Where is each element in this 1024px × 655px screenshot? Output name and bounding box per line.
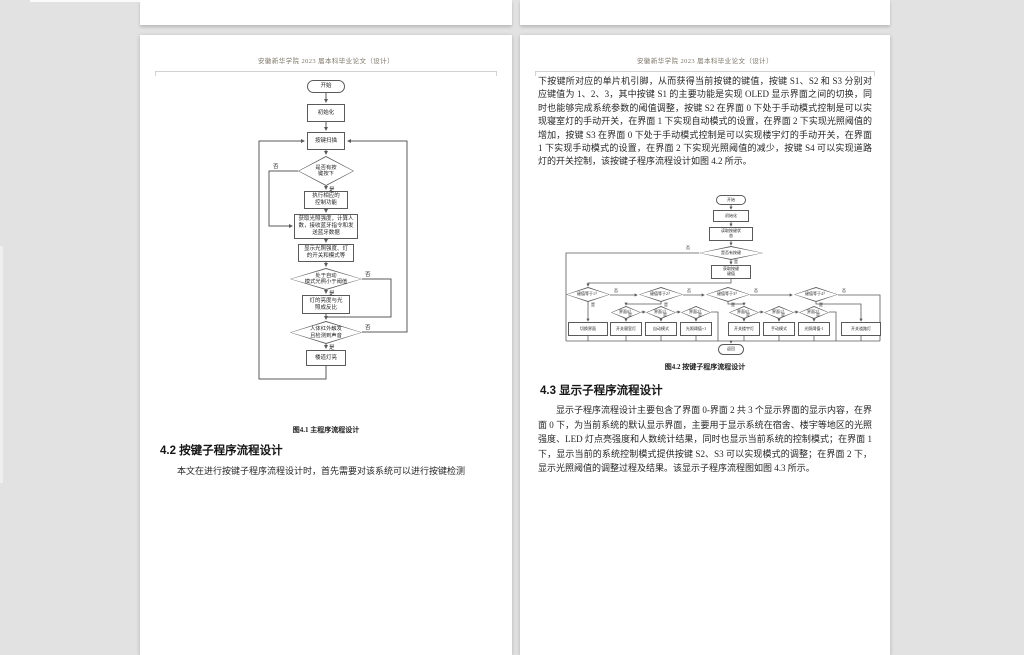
- text-boundary-mark: [155, 71, 497, 77]
- branch-label-yes: 是: [329, 345, 335, 351]
- flow-decision-label: 键值等于3？: [717, 291, 739, 297]
- flow-node-toggle-road-light: 开关道路灯: [841, 322, 881, 336]
- flow-decision-label: 键值等于2？: [650, 291, 672, 297]
- branch-label-yes: 是: [329, 187, 335, 193]
- flow-decision-label: 处于自动 模式光照小于阈值: [304, 272, 348, 285]
- flow-node-get-key-value: 获取按键 键值: [711, 265, 751, 279]
- branch-label-no: 否: [842, 288, 846, 293]
- flow-node-acquire-data: 获取光照强度，计算人 数，接收蓝牙指令和发 送蓝牙数据: [294, 214, 358, 239]
- flow-decision-label: 界面1？: [772, 309, 786, 315]
- flow-node-read-key-state: 读取按键状 态: [709, 227, 753, 241]
- section-heading-4-2: 4.2 按键子程序流程设计: [160, 445, 283, 457]
- text-boundary-mark: [535, 71, 875, 77]
- page-header: 安徽新华学院 2023 届本科毕业论文（设计）: [258, 58, 394, 65]
- branch-label-yes: 是: [591, 302, 595, 307]
- branch-label-yes: 是: [698, 312, 702, 317]
- branch-label-no: 否: [365, 272, 371, 278]
- flow-node-exec-control: 执行相应的 控制功能: [304, 191, 348, 209]
- flow-node-toggle-building-light: 开关楼宇灯: [728, 322, 760, 336]
- flow-decision-screen2: 界面2？: [681, 306, 711, 319]
- flow-node-start: 开始: [307, 80, 345, 93]
- branch-label-yes: 是: [734, 259, 738, 264]
- flow-decision-screen1: 界面1？: [764, 306, 794, 319]
- document-viewer-canvas: { "document": { "header": "安徽新华学院 2023 届…: [0, 0, 890, 655]
- flow-decision-key-pressed: 是否有按键: [699, 246, 763, 260]
- flow-decision-screen2: 界面2？: [799, 306, 829, 319]
- flow-node-auto-mode: 自动模式: [645, 322, 677, 336]
- flow-node-brightness-inverse: 灯的亮度与光 照成反比: [302, 295, 350, 314]
- flowchart-main-program: 开始 初始化 按键扫描 是否有按 键按下 执行相应的 控制功能 获取光照强度，计…: [211, 78, 441, 398]
- previous-page-bottom-left: [140, 0, 512, 25]
- flowchart-connectors: [258, 93, 408, 380]
- body-paragraph: 显示子程序流程设计主要包含了界面 0-界面 2 共 3 个显示界面的显示内容，在…: [538, 405, 872, 474]
- flow-decision-label: 人体红外触发 且检测到声音: [310, 326, 342, 339]
- flow-decision-label: 键值等于4？: [805, 291, 827, 297]
- flow-node-switch-screen: 切换界面: [568, 322, 608, 336]
- branch-label-no: 否: [365, 325, 371, 331]
- flow-decision-key-pressed: 是否有按 键按下: [298, 156, 354, 186]
- flow-node-threshold-plus: 光照阈值+1: [680, 322, 712, 336]
- branch-label-yes: 是: [819, 302, 823, 307]
- flow-decision-label: 界面2？: [689, 309, 703, 315]
- previous-page-bottom-right: [520, 0, 890, 25]
- flow-decision-label: 界面2？: [807, 309, 821, 315]
- flow-decision-label: 界面0？: [619, 309, 633, 315]
- flow-node-return: 返回: [718, 344, 744, 355]
- flow-decision-screen0: 界面0？: [611, 306, 641, 319]
- branch-label-yes: 是: [664, 302, 668, 307]
- branch-label-yes: 是: [731, 302, 735, 307]
- flow-node-display-status: 显示光照强度、灯 的开关和模式等: [298, 244, 354, 262]
- page-header: 安徽新华学院 2023 届本科毕业论文（设计）: [637, 58, 773, 65]
- flow-node-corridor-light-on: 楼道灯亮: [306, 350, 346, 366]
- adjacent-page-sliver: [0, 246, 3, 483]
- flow-node-toggle-dorm-light: 开关寝室灯: [610, 322, 642, 336]
- flow-decision-key-2: 键值等于2？: [639, 287, 683, 302]
- flow-decision-key-4: 键值等于4？: [794, 287, 838, 302]
- body-paragraph: 下按键所对应的单片机引脚，从而获得当前按键的键值，按键 S1、S2 和 S3 分…: [538, 76, 872, 167]
- flow-decision-label: 键值等于1？: [577, 291, 599, 297]
- branch-label-yes: 是: [816, 312, 820, 317]
- flow-decision-screen1: 界面1？: [646, 306, 676, 319]
- flow-decision-key-3: 键值等于3？: [706, 287, 750, 302]
- branch-label-yes: 是: [781, 312, 785, 317]
- flow-node-init: 初始化: [307, 104, 345, 122]
- branch-label-no: 否: [273, 164, 279, 170]
- figure-caption-4-1: 图4.1 主程序流程设计: [292, 426, 360, 434]
- flow-decision-key-1: 键值等于1？: [566, 287, 610, 302]
- branch-label-no: 否: [686, 245, 690, 250]
- flow-node-threshold-minus: 光照阈值-1: [798, 322, 830, 336]
- flow-decision-pir-sound: 人体红外触发 且检测到声音: [290, 321, 362, 344]
- document-page-left[interactable]: 安徽新华学院 2023 届本科毕业论文（设计）: [140, 35, 512, 655]
- body-paragraph: 本文在进行按键子程序流程设计时，首先需要对该系统可以进行按键检测: [177, 466, 466, 476]
- branch-label-yes: 是: [329, 291, 335, 297]
- flow-node-key-scan: 按键扫描: [307, 132, 345, 150]
- flow-decision-screen0: 界面0？: [729, 306, 759, 319]
- flow-decision-label: 界面1？: [654, 309, 668, 315]
- flowchart-key-subroutine: 开始 初始化 读取按键状 态 是否有按键 获取按键 键值 键值等于1？ 键值等于…: [558, 195, 893, 357]
- branch-label-no: 否: [687, 288, 691, 293]
- figure-caption-4-2: 图4.2 按键子程序流程设计: [664, 363, 746, 371]
- section-heading-4-3: 4.3 显示子程序流程设计: [540, 385, 663, 397]
- flow-node-manual-mode: 手动模式: [763, 322, 795, 336]
- flow-node-init: 初始化: [713, 210, 749, 222]
- flow-decision-auto-mode-threshold: 处于自动 模式光照小于阈值: [290, 268, 362, 290]
- adjacent-page-edge: [30, 0, 140, 2]
- document-page-right[interactable]: 安徽新华学院 2023 届本科毕业论文（设计） 下按键所对应的单片机引脚，从而获…: [520, 35, 890, 655]
- branch-label-yes: 是: [628, 312, 632, 317]
- branch-label-yes: 是: [663, 312, 667, 317]
- flow-decision-label: 是否有按 键按下: [315, 164, 337, 177]
- branch-label-no: 否: [614, 288, 618, 293]
- branch-label-yes: 是: [746, 312, 750, 317]
- flow-decision-label: 界面0？: [737, 309, 751, 315]
- flow-node-start: 开始: [716, 195, 746, 205]
- flow-decision-label: 是否有按键: [721, 249, 741, 255]
- branch-label-no: 否: [754, 288, 758, 293]
